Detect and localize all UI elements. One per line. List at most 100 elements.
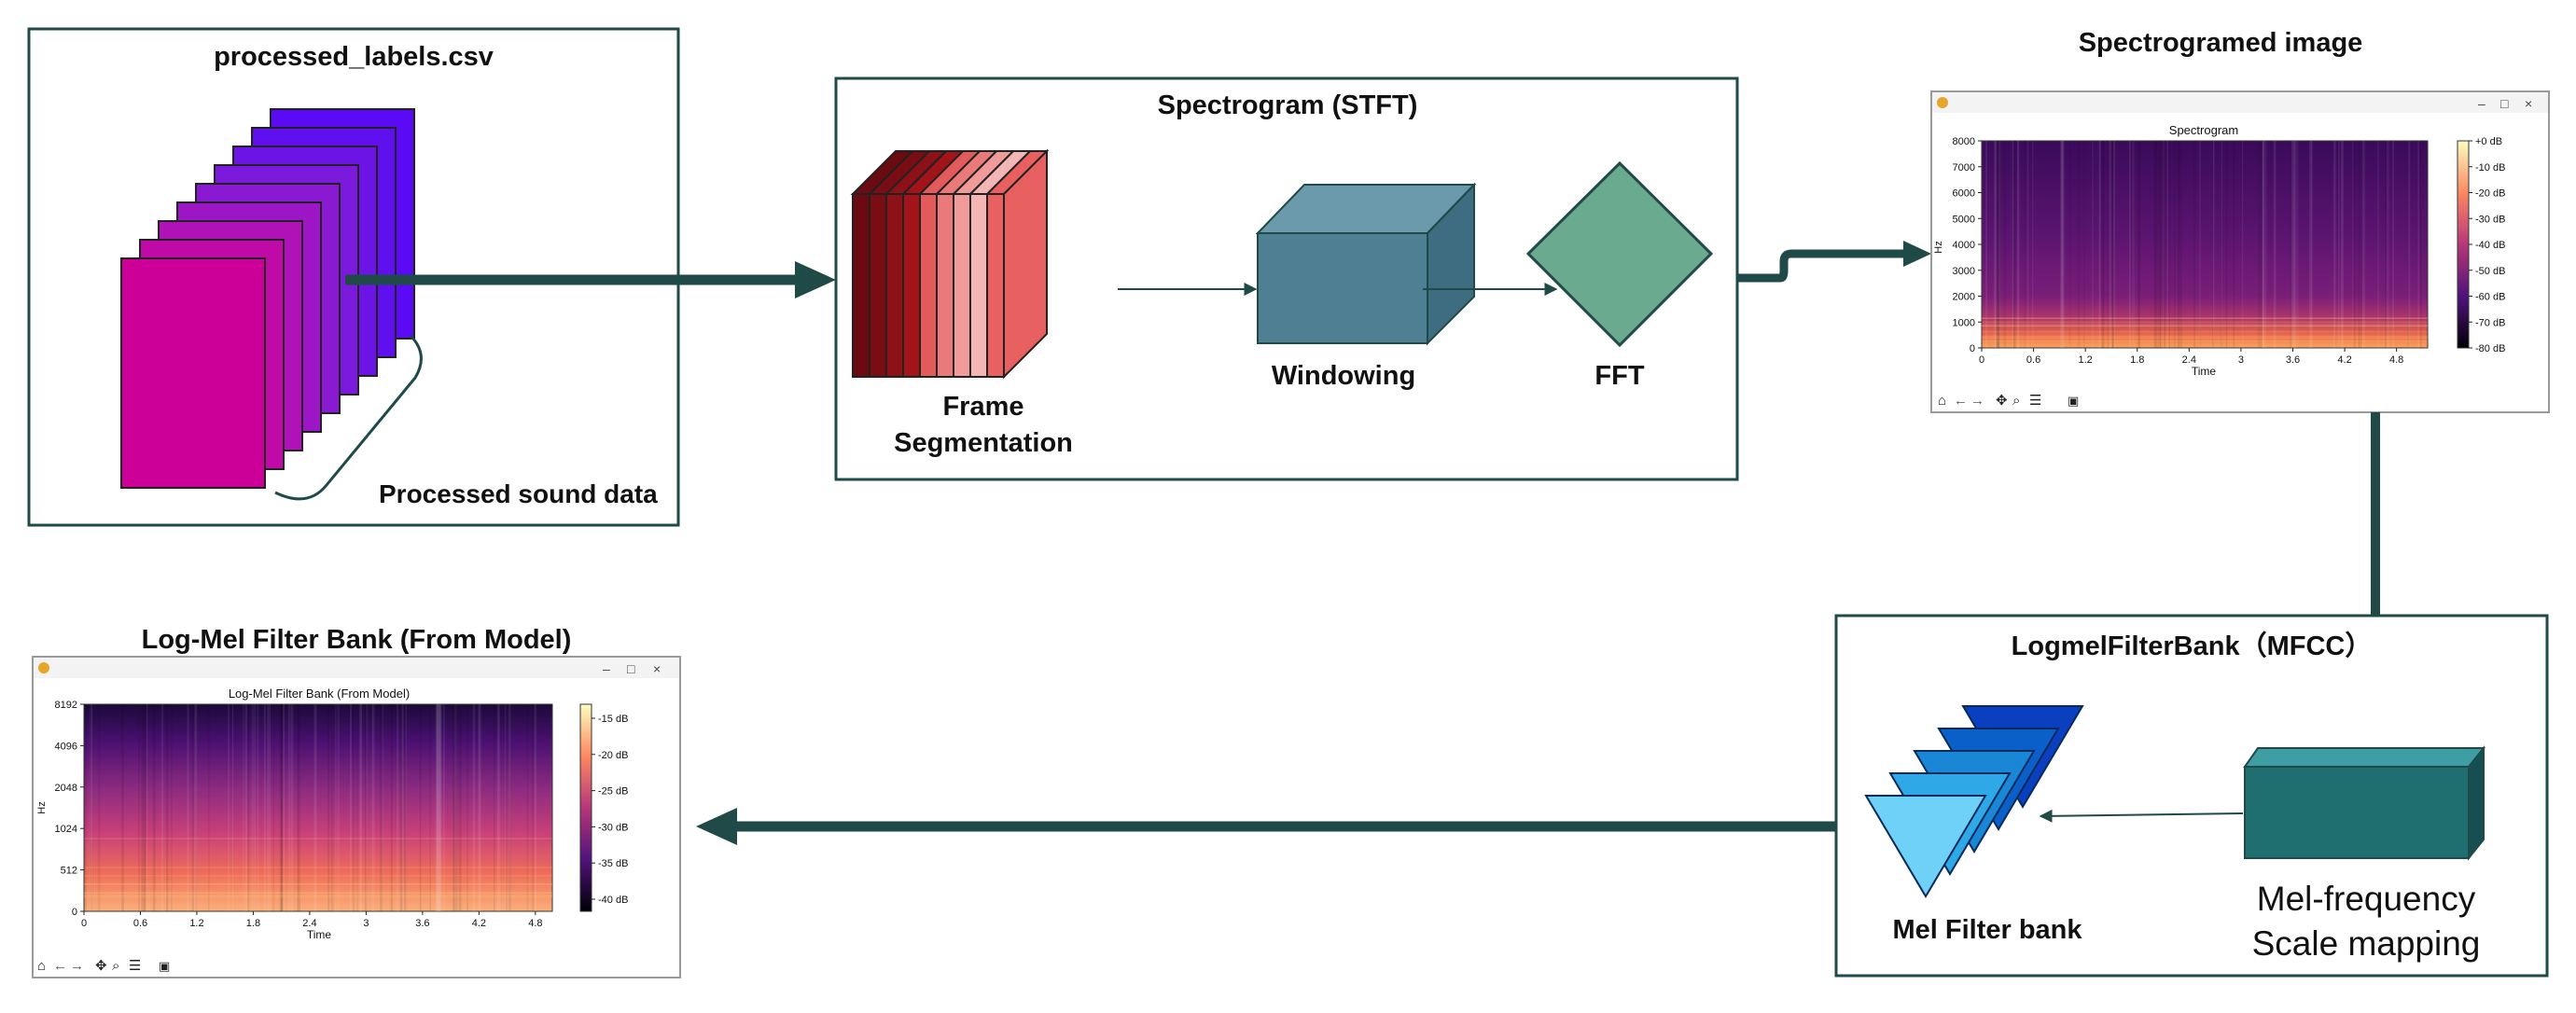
y-tick-label: 0: [72, 907, 77, 918]
windowing-cube: [1255, 182, 1477, 346]
logmel-xlabel: Time: [307, 928, 332, 941]
spectrogram-ylabel: Hz: [1933, 241, 1944, 253]
frame-slice: [902, 193, 921, 378]
save-icon[interactable]: ▣: [2068, 394, 2079, 408]
colorbar-tick-label: -10 dB: [2475, 162, 2505, 173]
x-tick-label: 1.8: [246, 918, 260, 929]
colorbar-tick-label: -60 dB: [2475, 292, 2505, 303]
stack-brace: [274, 334, 423, 501]
spectrogram-toolbar: ⌂ ← → ✥ ⌕ ☰ ▣: [1938, 393, 2079, 409]
forward-icon[interactable]: →: [70, 958, 84, 974]
y-tick-label: 0: [1970, 343, 1975, 354]
y-tick-label: 4096: [55, 741, 77, 752]
arrow-to-logmel: [696, 808, 1836, 845]
maximize-button[interactable]: □: [627, 661, 635, 676]
x-tick-label: 2.4: [2182, 354, 2196, 366]
x-tick-label: 0.6: [133, 918, 147, 929]
home-icon[interactable]: ⌂: [37, 958, 46, 974]
colorbar-tick-label: -40 dB: [2475, 240, 2505, 251]
spectrogram-window: Spectrogramed image – □ × Spectrogram 80…: [1930, 28, 2550, 413]
colorbar-tick-label: -35 dB: [598, 858, 628, 869]
mapping-label-line1: Mel-frequency: [2257, 880, 2476, 918]
minimize-button[interactable]: –: [2478, 96, 2485, 111]
y-tick-label: 4000: [1953, 240, 1975, 251]
x-tick-label: 3.6: [2286, 354, 2300, 366]
back-icon[interactable]: ←: [53, 958, 67, 974]
frame-label-line1: Frame: [942, 392, 1023, 422]
frame-slice: [986, 193, 1005, 378]
mapping-label-line2: Scale mapping: [2252, 924, 2481, 963]
save-icon[interactable]: ▣: [159, 959, 170, 973]
arrow-mapping-to-filters: [2039, 809, 2244, 823]
y-tick-label: 8000: [1953, 136, 1975, 147]
close-button[interactable]: ×: [653, 661, 661, 676]
colorbar-tick-label: -20 dB: [598, 750, 628, 761]
colorbar-tick-label: -50 dB: [2475, 266, 2505, 277]
frame-label-line2: Segmentation: [894, 428, 1073, 458]
x-tick-label: 4.2: [472, 918, 486, 929]
colorbar-tick-label: -30 dB: [598, 822, 628, 833]
mfcc-panel-title: LogmelFilterBank（MFCC）: [2012, 631, 2373, 661]
x-tick-label: 0: [81, 918, 87, 929]
logmel-texture: [84, 704, 552, 911]
frame-slice: [969, 193, 988, 378]
frame-slice: [885, 193, 904, 378]
logmel-plot-title: Log-Mel Filter Bank (From Model): [229, 687, 410, 701]
back-icon[interactable]: ←: [1954, 393, 1968, 409]
x-tick-label: 0: [1979, 354, 1984, 366]
maximize-button[interactable]: □: [2500, 96, 2509, 111]
configure-icon[interactable]: ☰: [2029, 393, 2041, 409]
x-tick-label: 1.8: [2130, 354, 2144, 366]
windowing-label: Windowing: [1272, 361, 1415, 391]
home-icon[interactable]: ⌂: [1938, 393, 1946, 409]
arrow-to-spectrogram: [1737, 241, 1931, 283]
y-tick-label: 2048: [55, 783, 77, 794]
spectrogram-plot-area: [1981, 140, 2429, 349]
x-tick-label: 1.2: [189, 918, 203, 929]
spectrogram-heading: Spectrogramed image: [2079, 28, 2363, 58]
spectrogram-colorbar: [2457, 140, 2470, 349]
y-tick-label: 6000: [1953, 188, 1975, 200]
spectrogram-plot-title: Spectrogram: [2169, 123, 2238, 137]
logmel-ylabel: Hz: [36, 801, 48, 813]
frame-slice: [852, 193, 870, 378]
frame-slice: [919, 193, 938, 378]
frame-slice: [869, 193, 887, 378]
x-tick-label: 0.6: [2026, 354, 2040, 366]
x-tick-label: 4.8: [528, 918, 542, 929]
mfcc-panel: LogmelFilterBank（MFCC） Mel Filter bank M…: [1834, 614, 2549, 978]
zoom-icon[interactable]: ⌕: [2012, 393, 2020, 409]
pan-icon[interactable]: ✥: [95, 958, 107, 974]
forward-icon[interactable]: →: [1970, 393, 1984, 409]
configure-icon[interactable]: ☰: [129, 958, 141, 974]
stft-panel: Spectrogram (STFT) Frame Segmentation Wi…: [834, 76, 1739, 481]
frame-slice: [936, 193, 954, 378]
x-tick-label: 1.2: [2079, 354, 2093, 366]
zoom-icon[interactable]: ⌕: [112, 958, 119, 974]
close-button[interactable]: ×: [2525, 96, 2532, 111]
y-tick-label: 3000: [1953, 266, 1975, 277]
frame-segmentation-stack: [850, 148, 1050, 380]
spectrogram-texture: [1982, 141, 2428, 348]
input-panel-title: processed_labels.csv: [214, 42, 494, 72]
y-tick-label: 512: [61, 866, 77, 877]
colorbar-tick-label: -80 dB: [2475, 343, 2505, 354]
colorbar-tick-label: -25 dB: [598, 786, 628, 798]
pan-icon[interactable]: ✥: [1996, 393, 2008, 409]
sound-file-stack: [120, 108, 415, 489]
minimize-button[interactable]: –: [603, 661, 610, 676]
app-icon: [38, 662, 49, 673]
y-tick-label: 8192: [55, 700, 77, 711]
spectrogram-colorbar-ticks: +0 dB-10 dB-20 dB-30 dB-40 dB-50 dB-60 d…: [2469, 136, 2505, 354]
colorbar-tick-label: +0 dB: [2475, 136, 2502, 147]
logmel-toolbar: ⌂ ← → ✥ ⌕ ☰ ▣: [37, 958, 170, 974]
input-panel: processed_labels.csv Processed sound dat…: [27, 27, 680, 527]
logmel-colorbar: [579, 703, 592, 912]
arrow-to-stft: [345, 261, 836, 298]
mel-mapping-cube: [2243, 745, 2486, 861]
y-tick-label: 1000: [1953, 317, 1975, 328]
mel-filter-bank-shape: [1864, 705, 2084, 898]
x-tick-label: 4.8: [2389, 354, 2403, 366]
